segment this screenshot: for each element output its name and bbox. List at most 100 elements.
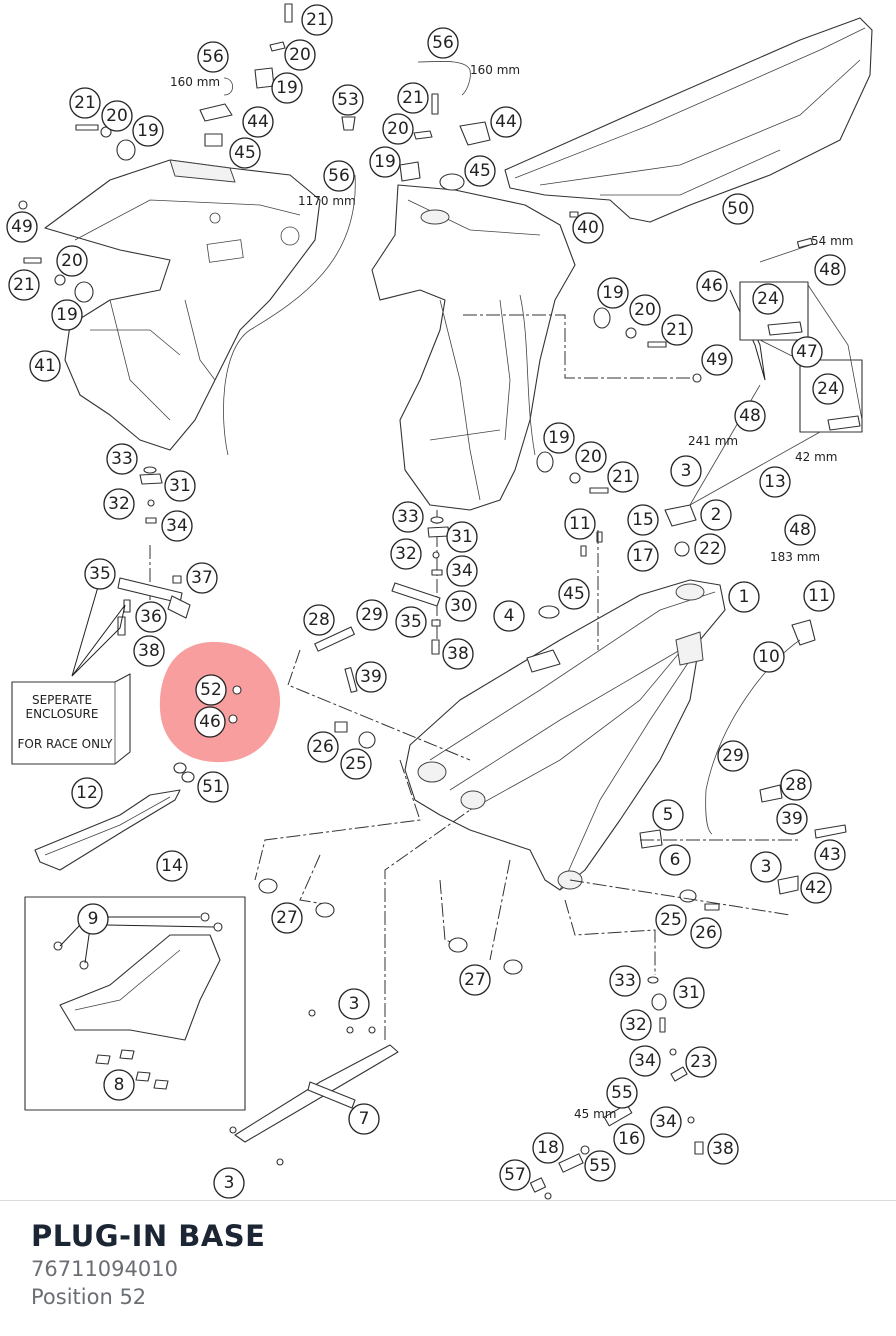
svg-text:34: 34 (634, 1051, 656, 1071)
svg-text:51: 51 (202, 777, 224, 797)
plug-in-base-52 (232, 685, 242, 695)
fuel-hose (223, 174, 356, 456)
svg-text:32: 32 (108, 494, 130, 514)
seat (504, 17, 873, 223)
bottom-right-stack (529, 976, 704, 1200)
bolt-26 (334, 721, 348, 733)
svg-text:19: 19 (548, 428, 570, 448)
svg-text:183 mm: 183 mm (770, 550, 820, 564)
svg-text:44: 44 (495, 112, 517, 132)
svg-text:19: 19 (56, 305, 78, 325)
svg-text:3: 3 (224, 1173, 235, 1193)
svg-text:15: 15 (632, 510, 654, 530)
svg-text:10: 10 (758, 647, 780, 667)
fuel-cap-parts-right (341, 60, 702, 494)
svg-text:46: 46 (199, 712, 221, 732)
grommets-27 (258, 878, 523, 975)
svg-text:19: 19 (137, 121, 159, 141)
svg-text:20: 20 (634, 300, 656, 320)
svg-text:43: 43 (819, 845, 841, 865)
svg-text:FOR RACE ONLY: FOR RACE ONLY (18, 737, 114, 751)
svg-text:5: 5 (663, 805, 674, 825)
svg-text:11: 11 (808, 586, 830, 606)
svg-text:20: 20 (580, 447, 602, 467)
svg-text:34: 34 (166, 516, 188, 536)
svg-text:20: 20 (289, 45, 311, 65)
svg-text:22: 22 (699, 539, 721, 559)
svg-text:160 mm: 160 mm (170, 75, 220, 89)
svg-text:49: 49 (706, 350, 728, 370)
bushing-51a (173, 762, 187, 774)
svg-text:45: 45 (469, 161, 491, 181)
svg-text:7: 7 (359, 1109, 370, 1129)
washer-25 (358, 731, 376, 749)
callout-52-highlighted: 52 (195, 674, 227, 706)
svg-text:50: 50 (727, 199, 749, 219)
svg-text:42 mm: 42 mm (795, 450, 837, 464)
svg-text:48: 48 (819, 260, 841, 280)
frame-small-parts (526, 504, 847, 911)
svg-text:24: 24 (757, 289, 779, 309)
svg-text:37: 37 (191, 568, 213, 588)
svg-text:21: 21 (612, 467, 634, 487)
svg-text:34: 34 (655, 1112, 677, 1132)
bracket-7 (229, 1009, 399, 1166)
part-number: 76711094010 (31, 1257, 178, 1281)
svg-text:25: 25 (345, 754, 367, 774)
svg-text:55: 55 (611, 1083, 633, 1103)
svg-text:SEPERATE: SEPERATE (32, 693, 92, 707)
race-box-text: SEPERATE ENCLOSURE FOR RACE ONLY (18, 693, 114, 751)
svg-text:33: 33 (397, 507, 419, 527)
svg-text:1170 mm: 1170 mm (298, 194, 356, 208)
bracket-12 (34, 789, 181, 871)
svg-text:19: 19 (602, 283, 624, 303)
svg-text:28: 28 (785, 775, 807, 795)
svg-text:23: 23 (690, 1052, 712, 1072)
svg-text:20: 20 (61, 251, 83, 271)
svg-text:27: 27 (276, 908, 298, 928)
svg-text:33: 33 (614, 971, 636, 991)
svg-text:28: 28 (308, 610, 330, 630)
skid-plate (53, 912, 223, 1090)
svg-text:21: 21 (402, 88, 424, 108)
svg-text:31: 31 (169, 476, 191, 496)
svg-text:57: 57 (504, 1165, 526, 1185)
svg-text:45: 45 (563, 584, 585, 604)
svg-text:3: 3 (761, 857, 772, 877)
svg-text:40: 40 (577, 218, 599, 238)
fuel-cap-parts-left (18, 3, 293, 303)
svg-text:38: 38 (447, 644, 469, 664)
exploded-parts-diagram: 21 20 19 56 44 45 21 20 19 49 20 21 19 4… (6, 3, 873, 1200)
svg-text:160 mm: 160 mm (470, 63, 520, 77)
svg-text:35: 35 (89, 564, 111, 584)
svg-text:29: 29 (722, 746, 744, 766)
svg-text:48: 48 (789, 520, 811, 540)
rubber-part-46 (228, 714, 238, 724)
svg-text:52: 52 (200, 680, 222, 700)
svg-text:19: 19 (374, 152, 396, 172)
svg-text:48: 48 (739, 406, 761, 426)
svg-text:17: 17 (632, 546, 654, 566)
svg-text:2: 2 (711, 505, 722, 525)
svg-text:31: 31 (451, 527, 473, 547)
svg-text:25: 25 (660, 910, 682, 930)
part-title: PLUG-IN BASE (31, 1219, 266, 1253)
svg-text:21: 21 (74, 93, 96, 113)
svg-text:32: 32 (625, 1015, 647, 1035)
svg-text:38: 38 (138, 641, 160, 661)
left-tank-half (44, 159, 321, 451)
main-frame (404, 579, 726, 891)
bushing-51b (181, 771, 195, 783)
svg-text:21: 21 (306, 10, 328, 30)
tank-leader-line (463, 314, 695, 379)
dimension-labels: 160 mm 160 mm 1170 mm 54 mm 241 mm 42 mm… (170, 63, 853, 1121)
right-tank-half (371, 184, 576, 511)
svg-text:45 mm: 45 mm (574, 1107, 616, 1121)
svg-text:44: 44 (247, 112, 269, 132)
part-position: Position 52 (31, 1285, 147, 1309)
svg-text:11: 11 (569, 514, 591, 534)
svg-text:55: 55 (589, 1156, 611, 1176)
svg-text:3: 3 (681, 461, 692, 481)
svg-text:56: 56 (432, 33, 454, 53)
svg-text:54 mm: 54 mm (811, 234, 853, 248)
